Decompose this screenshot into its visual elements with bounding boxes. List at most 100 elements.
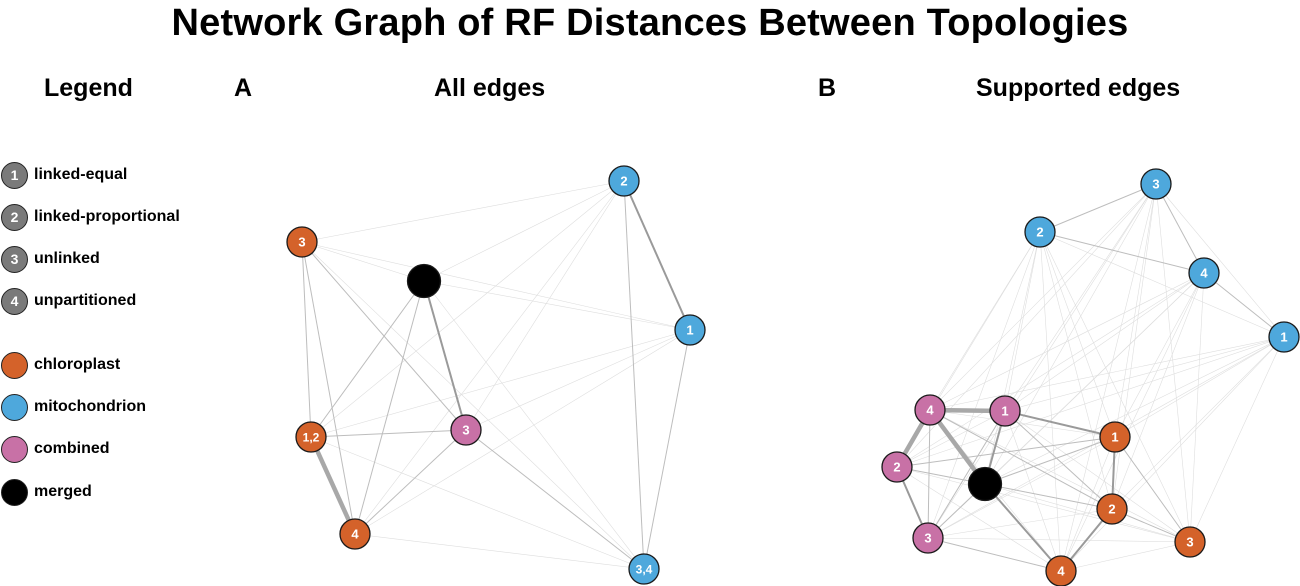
graph-edge: [308, 436, 358, 535]
graph-edge: [1004, 410, 1113, 510]
graph-node-label: 4: [351, 527, 359, 542]
graph-edge: [1111, 336, 1285, 510]
graph-node-chloroplast: [1099, 421, 1131, 453]
graph-node-chloroplast: [1096, 493, 1128, 525]
graph-edge: [984, 336, 1285, 485]
graph-edge: [354, 180, 625, 535]
legend-item-unpartitioned: 4 unpartitioned: [0, 286, 136, 316]
graph-edge: [1004, 336, 1285, 412]
graph-node-chloroplast: [286, 226, 318, 258]
graph-edge: [1039, 231, 1285, 338]
graph-edge: [1155, 183, 1191, 543]
graph-edge: [896, 466, 1191, 543]
graph-edge: [623, 180, 645, 570]
graph-edge: [927, 409, 931, 539]
graph-edge: [929, 409, 1113, 510]
graph-edge: [310, 329, 691, 438]
graph-edge: [1004, 410, 1062, 572]
graph-node-label: 2: [620, 174, 627, 189]
graph-edge: [301, 241, 312, 438]
graph-edge: [1004, 231, 1041, 412]
graph-edge: [984, 183, 1157, 485]
graph-node-label: 1,2: [303, 431, 320, 445]
graph-edge: [927, 410, 1006, 539]
legend-item-unlinked: 3 unlinked: [0, 244, 100, 274]
graph-edge: [1114, 436, 1191, 543]
graph-edge: [301, 241, 425, 282]
graph-node-label: 1: [686, 323, 693, 338]
graph-node-label: 4: [1057, 564, 1065, 579]
graph-node-mitochondrion: [1268, 321, 1300, 353]
legend-swatch: [1, 351, 28, 379]
graph-node-chloroplast: [1045, 555, 1077, 586]
graph-edge: [1111, 272, 1205, 510]
graph-edge: [465, 180, 625, 431]
graph-edge: [1060, 541, 1191, 572]
graph-edge: [423, 180, 625, 282]
legend-label: unlinked: [34, 250, 100, 267]
graph-node-mitochondrion: [1140, 168, 1172, 200]
graph-node-label: 3: [1186, 535, 1193, 550]
legend-item-linked-equal: 1 linked-equal: [0, 160, 127, 190]
graph-edge: [1039, 183, 1157, 233]
graph-edge: [984, 436, 1116, 485]
graph-edge: [301, 241, 356, 535]
graph-edge: [929, 409, 1191, 543]
legend-label: mitochondrion: [34, 398, 146, 415]
graph-edge: [984, 231, 1041, 485]
graph-node-combined: [989, 395, 1021, 427]
graph-edge: [354, 280, 425, 535]
graph-edge: [1004, 272, 1205, 412]
graph-edge: [354, 329, 691, 535]
page-title: Network Graph of RF Distances Between To…: [171, 2, 1129, 44]
graph-edge: [984, 483, 1062, 572]
graph-edge: [1114, 272, 1205, 438]
graph-node-label: 4: [926, 403, 934, 418]
graph-edge: [1039, 231, 1062, 572]
legend-item-chloroplast: chloroplast: [0, 350, 120, 380]
panel-b-letter: B: [818, 74, 837, 102]
graph-edge: [927, 436, 1116, 539]
graph-node-merged: [967, 466, 1003, 502]
graph-node-chloroplast: [295, 421, 327, 453]
graph-node-label: 1: [1280, 330, 1287, 345]
graph-node-mitochondrion: [608, 165, 640, 197]
graph-edge: [1111, 183, 1157, 510]
graph-node-label: 2: [1036, 225, 1043, 240]
graph-node-mitochondrion: [1024, 216, 1056, 248]
graph-edge: [1039, 231, 1116, 438]
graph-node-chloroplast: [339, 518, 371, 550]
graph-node-label: 2: [893, 460, 900, 475]
legend-item-combined: combined: [0, 434, 110, 464]
graph-node-label: 3,4: [636, 563, 653, 577]
legend-label: linked-proportional: [34, 208, 180, 225]
graph-node-label: 2: [1108, 502, 1115, 517]
graph-edge: [1004, 410, 1116, 438]
graph-node-combined: [881, 451, 913, 483]
graph-edge: [1155, 183, 1205, 274]
graph-edge: [301, 241, 645, 570]
graph-edge: [1060, 336, 1285, 572]
graph-edge: [929, 183, 1157, 411]
graph-edge: [1004, 183, 1157, 412]
graph-node-label: 3: [298, 235, 305, 250]
graph-edge: [1039, 231, 1191, 543]
graph-node-mitochondrion: [674, 314, 706, 346]
panel-a-heading: All edges: [434, 74, 546, 102]
legend-label: unpartitioned: [34, 292, 137, 309]
graph-edge: [301, 180, 625, 243]
panel-b-heading: Supported edges: [976, 74, 1181, 102]
graph-node-combined: [914, 394, 946, 426]
graph-edge: [1060, 272, 1205, 572]
graph-edge: [929, 272, 1205, 411]
graph-edge: [896, 466, 1062, 572]
graph-edge: [1114, 183, 1157, 438]
graph-edge: [310, 180, 625, 438]
legend-heading: Legend: [44, 74, 133, 102]
graph-edge: [1039, 231, 1205, 274]
graph-edge: [896, 336, 1285, 468]
legend-swatch: [1, 435, 28, 463]
graph-node-label: 3: [1152, 177, 1159, 192]
